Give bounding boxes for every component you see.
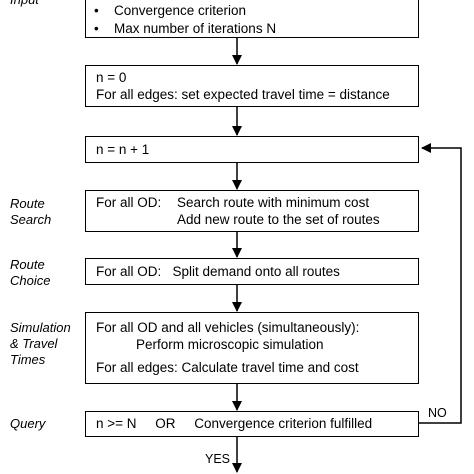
route-search-add-route: Add new route to the set of routes (177, 212, 380, 227)
input-bullet-2: • (94, 21, 99, 36)
increment-box: n = n + 1 (85, 136, 419, 163)
increment-n: n = n + 1 (96, 142, 150, 157)
init-n-zero: n = 0 (96, 70, 127, 85)
route-choice-box: For all OD: Split demand onto all routes (85, 258, 419, 285)
input-bullet-1: • (94, 3, 99, 18)
input-max-iterations: Max number of iterations N (114, 21, 277, 36)
yes-label: YES (205, 452, 231, 466)
simulation-label-line-3: Times (10, 352, 46, 367)
init-travel-time: For all edges: set expected travel time … (96, 87, 390, 102)
simulation-all-vehicles: For all OD and all vehicles (simultaneou… (96, 320, 360, 335)
route-search-prefix: For all OD: (96, 195, 162, 210)
route-search-label-line-1: Route (10, 196, 45, 211)
route-choice-label-line-2: Choice (10, 273, 51, 288)
simulation-box: For all OD and all vehicles (simultaneou… (85, 312, 419, 384)
no-label: NO (428, 406, 447, 420)
query-box: n >= N OR Convergence criterion fulfille… (85, 411, 419, 437)
input-convergence-criterion: Convergence criterion (114, 3, 247, 18)
simulation-label-line-2: & Travel (10, 336, 58, 351)
query-condition: n >= N OR Convergence criterion fulfille… (96, 416, 373, 431)
route-choice-label: Route Choice (10, 257, 50, 289)
simulation-travel-time-cost: For all edges: Calculate travel time and… (96, 360, 359, 375)
route-choice-label-line-1: Route (10, 257, 45, 272)
simulation-label-line-1: Simulation (10, 320, 71, 335)
route-search-label-line-2: Search (10, 212, 52, 227)
input-label: Input (10, 0, 39, 8)
route-search-label: Route Search (10, 196, 51, 228)
simulation-microscopic: Perform microscopic simulation (136, 337, 324, 352)
simulation-label: Simulation & Travel Times (10, 320, 71, 368)
init-box: n = 0 For all edges: set expected travel… (85, 65, 419, 107)
route-choice-split-demand: For all OD: Split demand onto all routes (96, 264, 340, 279)
input-box: • Convergence criterion • Max number of … (85, 0, 419, 38)
route-search-box: For all OD: Search route with minimum co… (85, 190, 419, 232)
query-label: Query (10, 416, 46, 431)
route-search-min-cost: Search route with minimum cost (177, 195, 370, 210)
arrow-no-loop-back (419, 143, 462, 424)
